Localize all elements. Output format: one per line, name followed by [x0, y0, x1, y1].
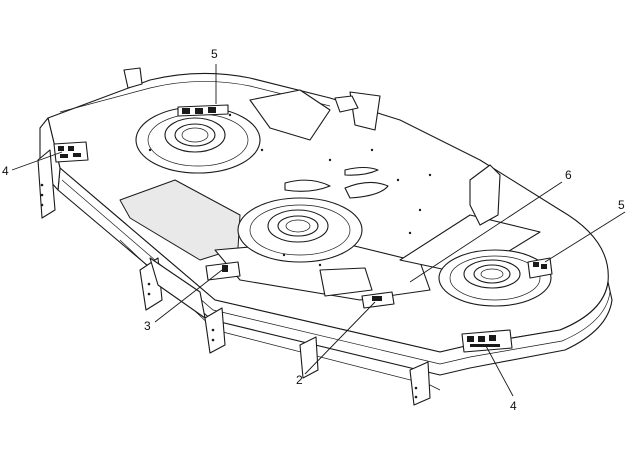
- callouts: 5 4 6 5 3 2 4: [2, 47, 626, 413]
- spindle-center: [237, 197, 363, 263]
- spindle-left: [135, 106, 261, 174]
- callout-label-6: 6: [565, 168, 572, 182]
- decal-center: [361, 291, 395, 309]
- callout-label-4-bottom: 4: [510, 399, 517, 413]
- callout-label-3: 3: [144, 319, 151, 333]
- callout-label-4-left: 4: [2, 164, 9, 178]
- callout-label-2: 2: [296, 373, 303, 387]
- callout-label-5-top: 5: [211, 47, 218, 61]
- deck-holes: [148, 113, 432, 267]
- decal-left-end: [53, 141, 89, 163]
- spindle-right: [438, 249, 552, 307]
- decal-right: [527, 257, 553, 279]
- callout-label-5-right: 5: [618, 198, 625, 212]
- decal-front-skirt: [461, 329, 513, 353]
- decal-top: [177, 104, 229, 117]
- skirt-supports: [37, 149, 431, 406]
